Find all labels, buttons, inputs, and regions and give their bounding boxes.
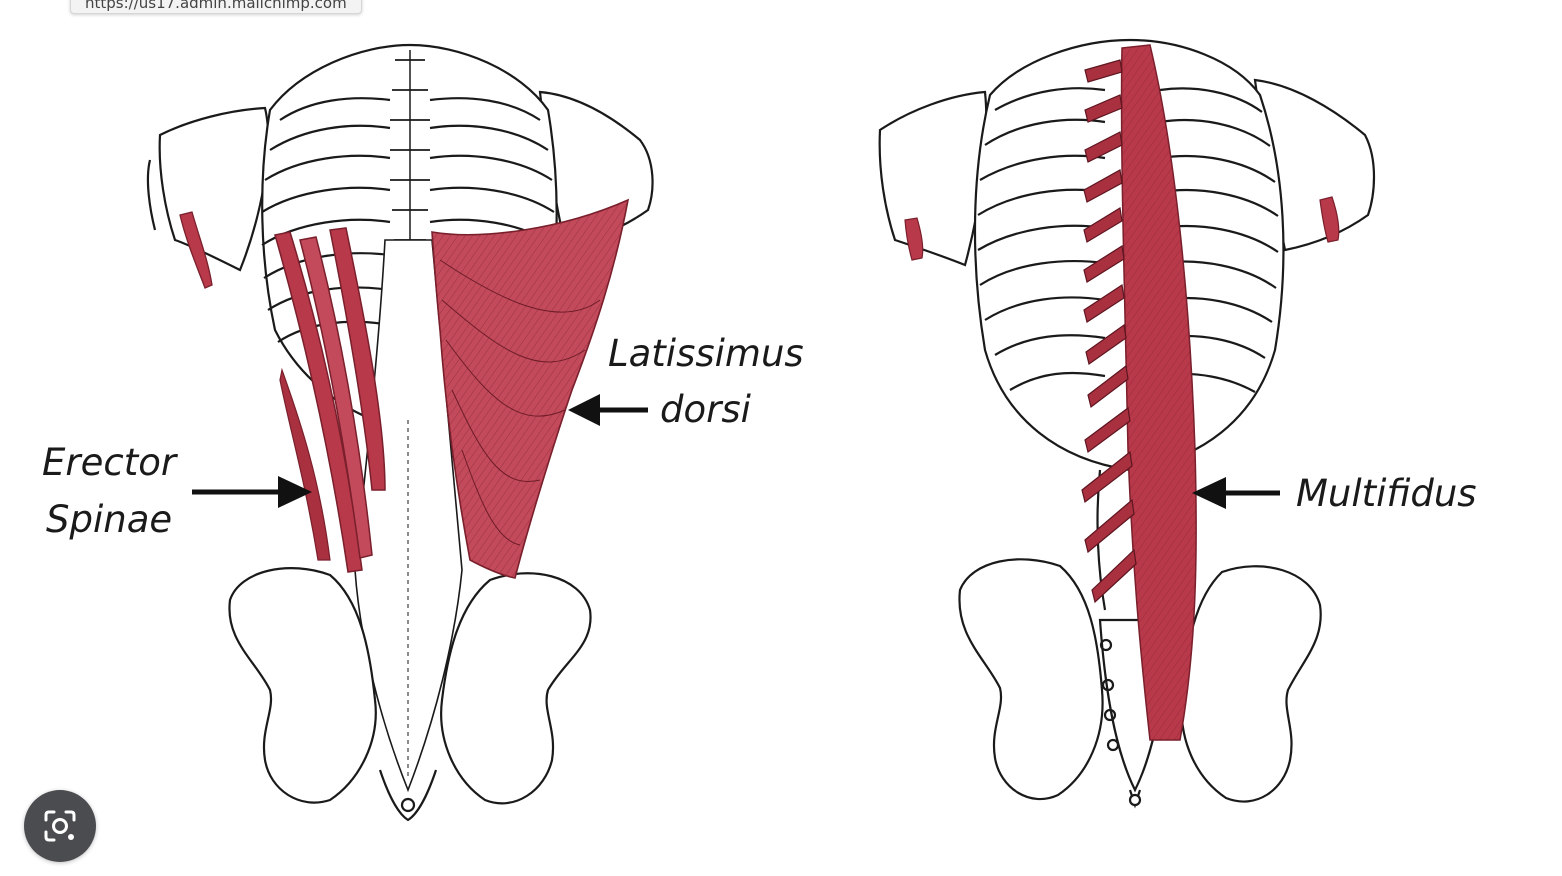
right-skeleton [878, 38, 1376, 809]
erector-spinae-muscle [179, 211, 386, 573]
multifidus-arrow [1192, 477, 1280, 509]
camera-search-icon [44, 810, 76, 842]
multifidus-muscle [904, 44, 1340, 741]
erector-spinae-arrow [192, 476, 312, 508]
latissimus-dorsi-arrow [568, 394, 648, 426]
erector-spinae-label-line1: Erector [42, 441, 179, 484]
visual-search-button[interactable] [24, 790, 96, 862]
latissimus-dorsi-muscle [431, 198, 630, 579]
url-tooltip: https://us17.admin.mailchimp.com [70, 0, 362, 14]
multifidus-label: Multifidus [1296, 472, 1477, 515]
erector-spinae-label-line2: Spinae [46, 498, 172, 541]
latissimus-dorsi-label-line2: dorsi [660, 388, 752, 431]
latissimus-dorsi-label-line1: Latissimus [608, 332, 804, 375]
left-skeleton [146, 43, 654, 822]
